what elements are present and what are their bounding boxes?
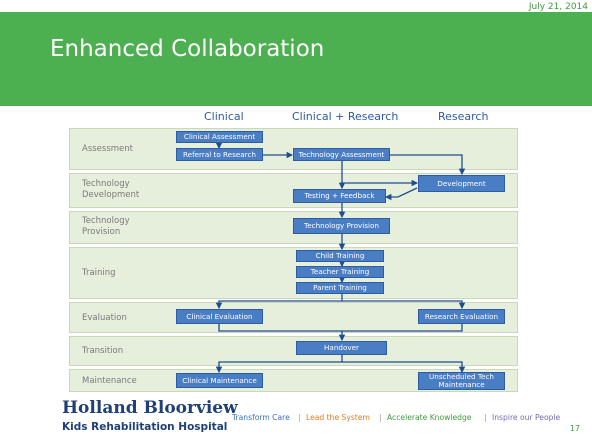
tagline-transform-care: Transform Care (232, 413, 290, 422)
box-clinical-evaluation: Clinical Evaluation (176, 309, 263, 324)
box-child-training: Child Training (296, 250, 384, 262)
tagline-inspire-our-people: Inspire our People (492, 413, 561, 422)
column-header-clinical: Clinical (204, 110, 244, 123)
tagline-lead-the-system: Lead the System (306, 413, 370, 422)
column-header-research: Research (438, 110, 489, 123)
box-clinical-assessment: Clinical Assessment (176, 131, 263, 143)
lane-label-technology-provision: Technology Provision (82, 216, 130, 237)
box-referral-to-research: Referral to Research (176, 148, 263, 161)
box-teacher-training: Teacher Training (296, 266, 384, 278)
lane-label-maintenance: Maintenance (82, 376, 137, 386)
lane-label-assessment: Assessment (82, 144, 133, 154)
column-header-clinical-research: Clinical + Research (292, 110, 399, 123)
slide-date: July 21, 2014 (528, 2, 588, 12)
box-technology-provision: Technology Provision (293, 218, 390, 234)
lane-label-evaluation: Evaluation (82, 313, 127, 323)
lane-training: Training (69, 247, 518, 299)
lane-label-training: Training (82, 268, 116, 278)
box-unscheduled-tech-maintenance: Unscheduled Tech Maintenance (418, 372, 505, 390)
logo-subtitle: Kids Rehabilitation Hospital (62, 421, 228, 433)
slide-title: Enhanced Collaboration (50, 36, 325, 62)
lane-label-technology-development: Technology Development (82, 179, 140, 200)
tagline-separator: | (379, 413, 382, 422)
lane-technology-provision: Technology Provision (69, 211, 518, 244)
lane-transition: Transition (69, 336, 518, 366)
page-number: 17 (569, 424, 580, 433)
tagline-separator: | (484, 413, 487, 422)
lane-label-transition: Transition (82, 346, 124, 356)
box-development: Development (418, 175, 505, 192)
title-banner (0, 12, 592, 106)
logo-holland-bloorview: Holland Bloorview (62, 398, 238, 418)
box-parent-training: Parent Training (296, 282, 384, 294)
box-handover: Handover (296, 341, 387, 355)
tagline-accelerate-knowledge: Accelerate Knowledge (387, 413, 472, 422)
box-research-evaluation: Research Evaluation (418, 309, 505, 324)
tagline-separator: | (298, 413, 301, 422)
box-clinical-maintenance: Clinical Maintenance (176, 373, 263, 388)
box-testing-feedback: Testing + Feedback (293, 189, 386, 203)
box-technology-assessment: Technology Assessment (293, 148, 390, 161)
